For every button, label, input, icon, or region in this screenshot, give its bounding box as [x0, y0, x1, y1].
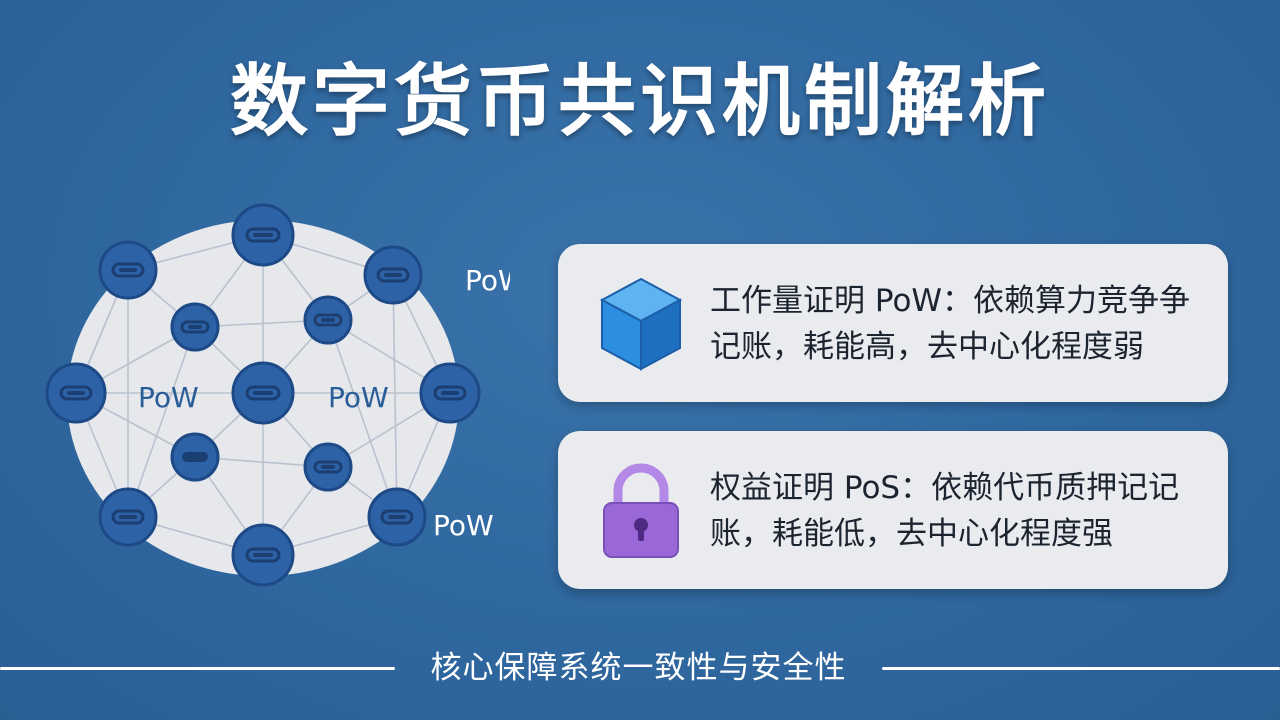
node-label: PoW [465, 264, 510, 297]
network-graph: PoW PoW PoW PoW [45, 203, 510, 587]
lock-icon [596, 461, 686, 561]
network-node [363, 245, 423, 305]
network-node [303, 442, 353, 492]
pow-card: 工作量证明 PoW：依赖算力竞争争记账，耗能高，去中心化程度弱 [558, 244, 1228, 402]
network-nodes [45, 203, 481, 587]
network-node [98, 487, 158, 547]
footer-divider-right [882, 667, 1280, 670]
network-node [231, 361, 295, 425]
pos-card: 权益证明 PoS：依赖代币质押记记账，耗能低，去中心化程度强 [558, 431, 1228, 589]
cube-icon [596, 274, 686, 374]
footer-divider-left [0, 667, 395, 670]
network-node [98, 240, 158, 300]
node-label: PoW [433, 509, 494, 542]
network-node [303, 295, 353, 345]
footer: 核心保障系统一致性与安全性 [0, 640, 1280, 696]
network-node [170, 432, 220, 482]
pow-description: 工作量证明 PoW：依赖算力竞争争记账，耗能高，去中心化程度弱 [710, 283, 1191, 365]
node-label: PoW [138, 381, 199, 414]
footer-caption: 核心保障系统一致性与安全性 [430, 650, 847, 686]
pos-description: 权益证明 PoS：依赖代币质押记记账，耗能低，去中心化程度强 [710, 470, 1180, 552]
network-node [231, 203, 295, 267]
network-diagram: PoW PoW PoW PoW [40, 195, 510, 595]
page-title: 数字货币共识机制解析 [229, 57, 1050, 147]
node-label: PoW [328, 381, 389, 414]
network-node [45, 362, 107, 424]
network-node [231, 523, 295, 587]
network-node [170, 302, 220, 352]
network-node [367, 487, 427, 547]
network-node [419, 362, 481, 424]
